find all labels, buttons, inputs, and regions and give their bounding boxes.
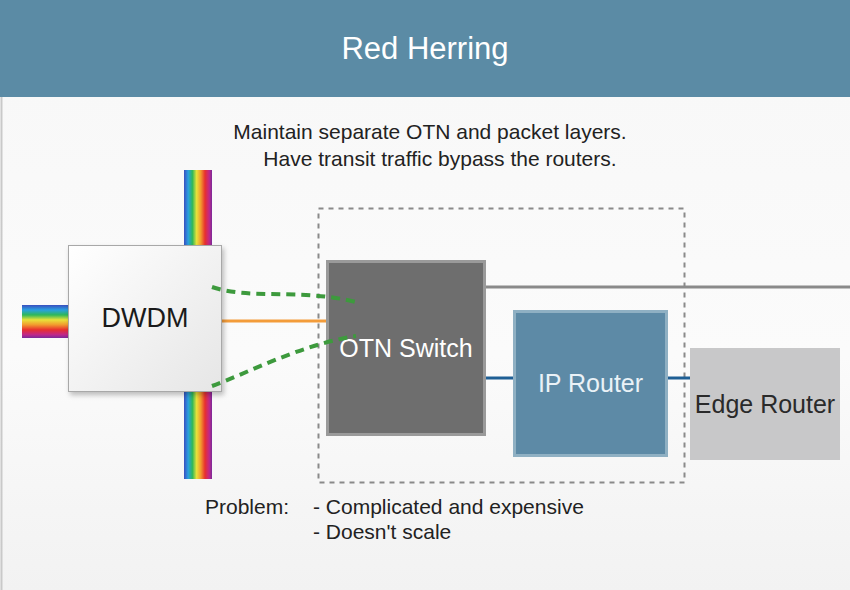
bypass-path (212, 287, 356, 302)
label-box: Maintain separate OTN and packet layers. (130, 119, 730, 144)
link-line (486, 377, 513, 380)
ip-router-box: IP Router (513, 310, 668, 457)
title-box: Red Herring (0, 0, 850, 97)
label-box: - Doesn't scale (313, 519, 693, 544)
dashed-bracket (319, 209, 685, 483)
problem-item: - Doesn't scale (313, 520, 451, 543)
node-label: IP Router (538, 369, 643, 398)
title-text: Red Herring (341, 31, 508, 67)
fiber-bar (184, 391, 212, 479)
fiber-bar (184, 170, 212, 246)
dwdm-box: DWDM (68, 245, 222, 392)
note-text: Maintain separate OTN and packet layers. (233, 120, 626, 143)
otn-switch-box: OTN Switch (326, 260, 486, 436)
node-label: Edge Router (695, 390, 835, 419)
node-label: DWDM (102, 303, 189, 334)
label-box: Have transit traffic bypass the routers. (140, 146, 740, 171)
problem-heading: Problem: (205, 495, 289, 518)
bypass-path (212, 336, 356, 386)
frame-line (1, 97, 3, 590)
label-box: Problem: (205, 494, 315, 519)
link-line (222, 320, 326, 323)
edge-router-box: Edge Router (690, 348, 840, 460)
link-line (668, 377, 690, 380)
fiber-bar (22, 305, 69, 338)
note-text: Have transit traffic bypass the routers. (263, 147, 616, 170)
node-label: OTN Switch (339, 334, 472, 363)
label-box: - Complicated and expensive (313, 494, 693, 519)
grey-link (486, 286, 850, 289)
problem-item: - Complicated and expensive (313, 495, 584, 518)
